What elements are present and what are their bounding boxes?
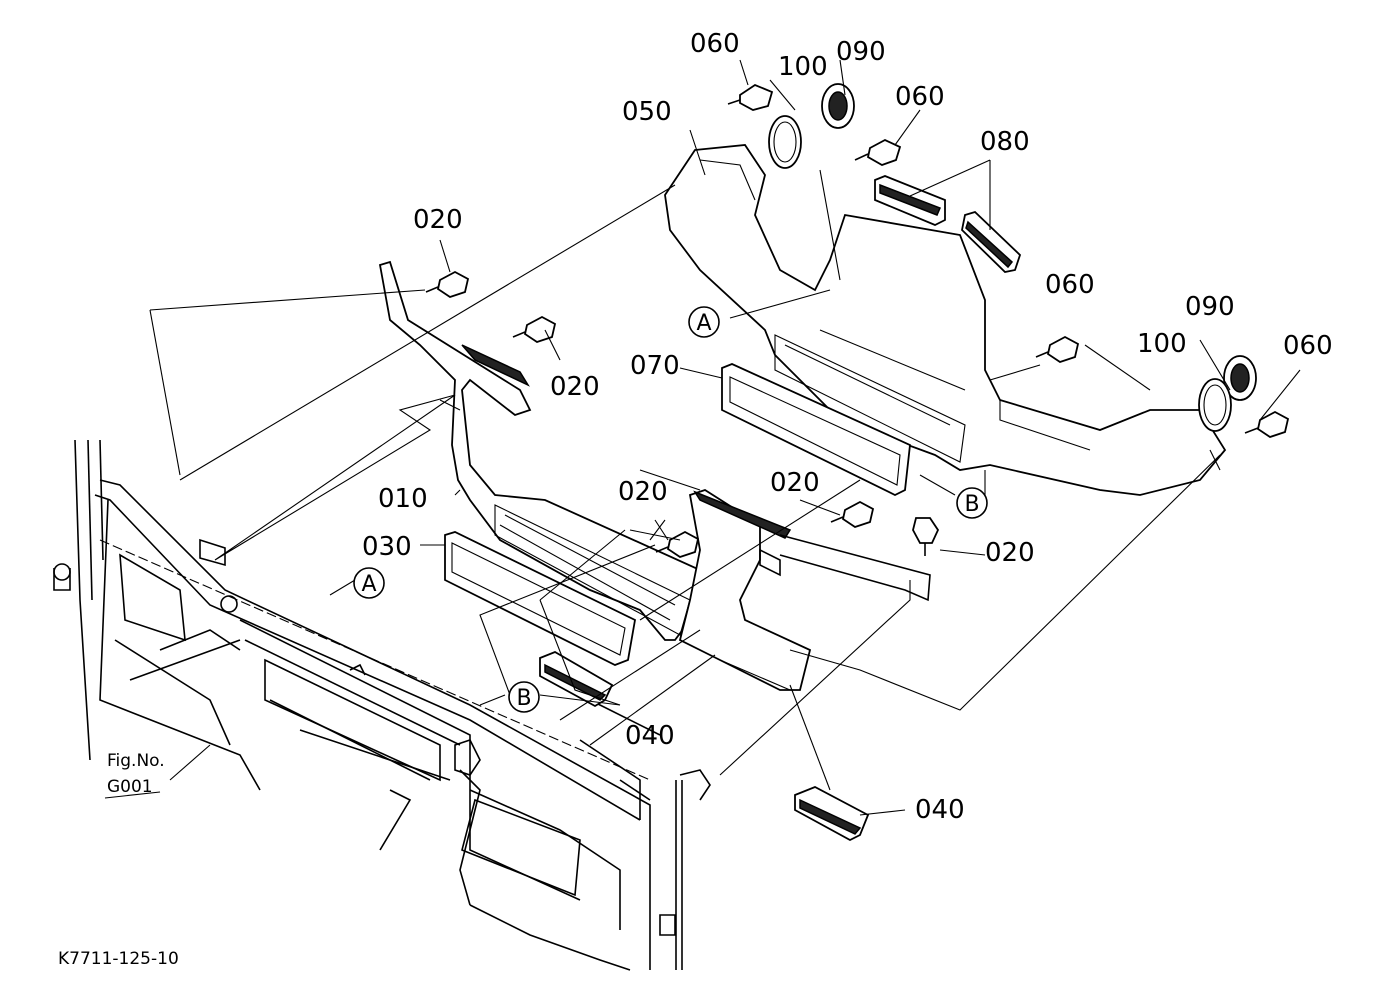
callout-060-second: 060 xyxy=(895,82,945,112)
fig-ref-number: G001 xyxy=(107,777,153,797)
callout-020-top: 020 xyxy=(413,205,463,235)
part-080-grips xyxy=(874,175,1022,273)
part-090-ring-right xyxy=(1223,355,1257,401)
svg-text:B: B xyxy=(516,686,531,711)
callout-100-right: 100 xyxy=(1137,329,1187,359)
part-center-duct xyxy=(678,489,812,691)
ref-mark-a-upper: A xyxy=(688,306,720,338)
ref-mark-a-lower: A xyxy=(353,567,385,599)
dashboard-frame xyxy=(53,439,711,971)
callout-080: 080 xyxy=(980,127,1030,157)
callout-030: 030 xyxy=(362,532,412,562)
callout-050: 050 xyxy=(622,97,672,127)
ref-mark-b-lower: B xyxy=(508,681,540,713)
svg-text:A: A xyxy=(361,572,376,597)
fig-ref-label: Fig.No. xyxy=(107,751,165,771)
part-060-screws xyxy=(727,83,1290,438)
part-100-seal-right xyxy=(1198,378,1232,432)
part-070-gasket xyxy=(721,363,911,497)
part-040-vent-mid xyxy=(539,651,614,708)
callout-090-right: 090 xyxy=(1185,292,1235,322)
callout-020-mid: 020 xyxy=(550,372,600,402)
callout-070: 070 xyxy=(630,351,680,381)
part-090-ring-top xyxy=(821,83,855,129)
part-030-gasket xyxy=(444,531,637,666)
leader-lines xyxy=(104,59,1301,816)
callout-010: 010 xyxy=(378,484,428,514)
drawing-code: K7711-125-10 xyxy=(58,949,179,969)
part-050-duct xyxy=(664,144,1227,496)
callout-040-bottom: 040 xyxy=(915,795,965,825)
part-100-seal-top xyxy=(768,115,802,169)
svg-text:B: B xyxy=(964,492,979,517)
callout-100-top: 100 xyxy=(778,52,828,82)
callout-040-mid: 040 xyxy=(625,721,675,751)
part-040-vent-bottom xyxy=(794,786,870,842)
callout-060-top: 060 xyxy=(690,29,740,59)
part-020-brackets xyxy=(759,534,931,602)
callout-020-right: 020 xyxy=(770,468,820,498)
callout-060-far-right: 060 xyxy=(1283,331,1333,361)
svg-text:A: A xyxy=(696,311,711,336)
ref-mark-b-right: B xyxy=(956,487,988,519)
callout-060-right: 060 xyxy=(1045,270,1095,300)
callout-020-far-right: 020 xyxy=(985,538,1035,568)
callout-020-center: 020 xyxy=(618,477,668,507)
callout-090-top: 090 xyxy=(836,37,886,67)
